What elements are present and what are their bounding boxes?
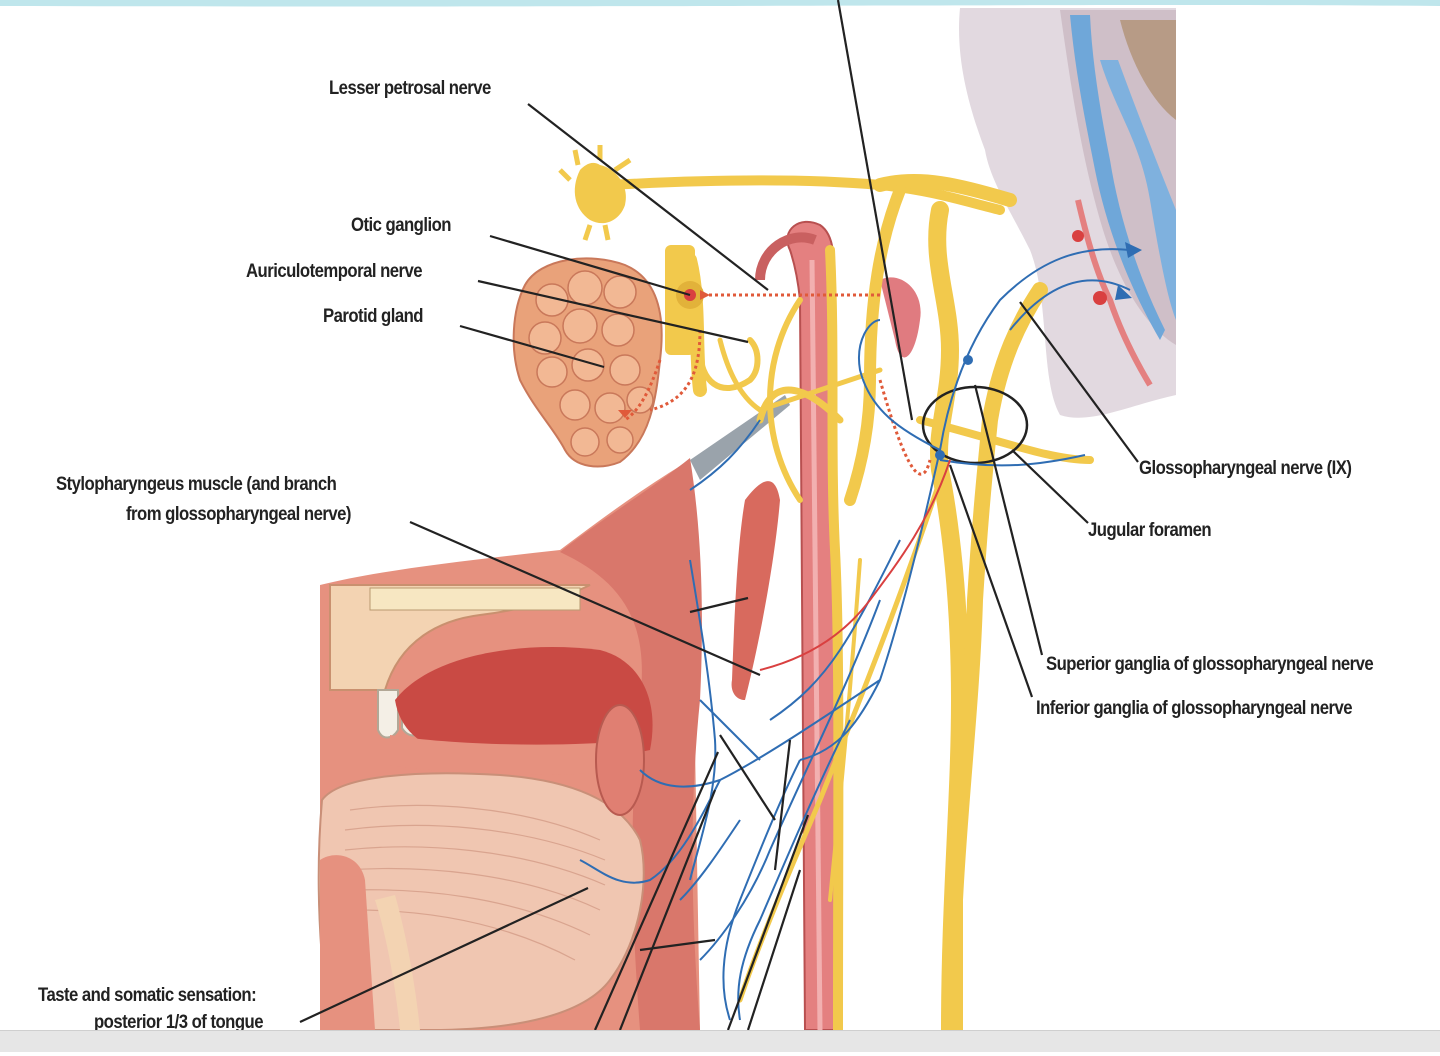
label-taste-line1: Taste and somatic sensation: (38, 985, 257, 1006)
label-auriculotemporal-nerve: Auriculotemporal nerve (246, 261, 423, 282)
temporal-bone (959, 8, 1176, 418)
sinus-blue (1070, 15, 1165, 340)
leader-lines (299, 0, 1139, 1031)
motor-fibers (759, 459, 951, 671)
stylopharyngeus-muscle (731, 481, 780, 700)
preganglionic-fibers (624, 293, 932, 476)
label-glossopharyngeal-nerve: Glossopharyngeal nerve (IX) (1139, 458, 1352, 479)
label-jugular-foramen: Jugular foramen (1088, 520, 1212, 541)
bottom-scroll-strip (0, 1030, 1440, 1052)
top-edge-artifact (0, 0, 1440, 7)
label-superior-ganglia: Superior ganglia of glossopharyngeal ner… (1046, 654, 1374, 675)
label-parotid-gland: Parotid gland (323, 306, 424, 327)
label-lesser-petrosal-nerve: Lesser petrosal nerve (329, 78, 491, 99)
styloid-process (690, 395, 790, 480)
jugular-vein (880, 277, 921, 358)
label-inferior-ganglia: Inferior ganglia of glossopharyngeal ner… (1036, 698, 1353, 719)
label-otic-ganglion: Otic ganglion (351, 215, 451, 236)
label-stylopharyngeus-line1: Stylopharyngeus muscle (and branch (56, 474, 337, 495)
label-taste-line2: posterior 1/3 of tongue (94, 1012, 264, 1033)
oral-cavity (317, 458, 702, 1031)
label-stylopharyngeus-line2: from glossopharyngeal nerve) (126, 504, 351, 525)
